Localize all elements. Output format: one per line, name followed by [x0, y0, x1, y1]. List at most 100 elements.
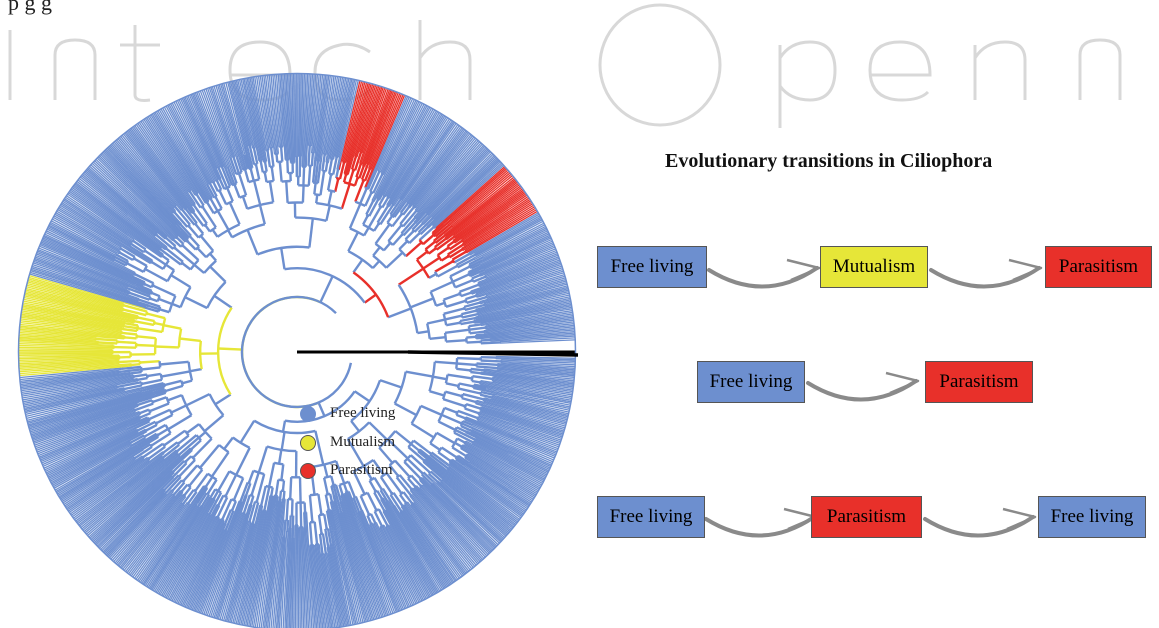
- tree-branch: [440, 446, 458, 459]
- tree-branch: [345, 83, 372, 175]
- tree-branch: [156, 427, 169, 437]
- tree-branch: [482, 227, 547, 261]
- tree-branch: [262, 509, 267, 513]
- tree-branch: [251, 521, 270, 627]
- tree-branch: [292, 73, 296, 163]
- tree-branch: [309, 545, 316, 628]
- tree-branch: [223, 521, 227, 525]
- tree-branch: [397, 123, 457, 208]
- tree-branch: [419, 487, 485, 559]
- tree-branch: [144, 249, 167, 266]
- tree-branch: [474, 438, 547, 476]
- tree-branch: [121, 135, 183, 210]
- tree-branch: [258, 507, 277, 628]
- tree-branch: [22, 378, 138, 399]
- tree-branch: [470, 430, 551, 467]
- tree-branch: [102, 152, 181, 233]
- tree-branch: [414, 136, 475, 209]
- tree-branch: [195, 500, 240, 612]
- legend-label: Free living: [330, 405, 396, 421]
- tree-branch: [242, 79, 260, 162]
- tree-branch: [111, 144, 174, 214]
- tree-branch: [424, 459, 510, 532]
- tree-branch: [477, 251, 557, 284]
- tree-branch: [453, 431, 474, 444]
- tree-branch: [437, 407, 446, 423]
- tree-branch: [435, 480, 439, 483]
- tree-branch: [263, 486, 271, 512]
- tree-branch: [450, 225, 453, 228]
- tree-branch: [410, 489, 475, 567]
- tree-branch: [154, 389, 166, 396]
- tree-branch: [218, 444, 230, 454]
- tree-branch: [361, 89, 389, 165]
- tree-branch: [420, 404, 443, 417]
- tree-branch: [347, 491, 354, 503]
- tree-branch: [365, 95, 405, 189]
- tree-branch: [230, 498, 237, 503]
- tree-branch: [140, 499, 198, 583]
- tree-branch: [385, 526, 424, 600]
- tree-branch: [388, 116, 447, 207]
- tree-branch: [167, 414, 193, 431]
- tree-branch: [139, 412, 151, 419]
- tree-branch: [177, 100, 217, 182]
- tree-branch: [21, 372, 131, 389]
- tree-branch: [242, 494, 252, 514]
- tree-branch: [392, 492, 404, 507]
- tree-branch: [195, 486, 207, 501]
- tree-branch: [413, 135, 473, 208]
- tree-branch: [270, 75, 280, 154]
- tree-branch: [184, 455, 193, 463]
- tree-branch: [366, 95, 407, 189]
- tree-branch: [281, 420, 287, 433]
- tree-branch: [501, 360, 575, 366]
- tree-branch: [391, 213, 403, 228]
- tree-branch: [235, 171, 242, 176]
- tree-branch: [431, 155, 495, 219]
- tree-branch: [230, 81, 251, 159]
- tree-branch: [340, 495, 380, 618]
- tree-branch: [141, 447, 145, 451]
- tree-branch: [24, 296, 135, 321]
- tree-branch: [266, 179, 274, 184]
- arrow-icon: [923, 507, 1037, 538]
- tree-branch: [42, 238, 133, 280]
- tree-branch: [275, 153, 279, 163]
- tree-branch: [334, 79, 352, 157]
- tree-branch: [163, 379, 182, 387]
- tree-branch: [162, 382, 166, 388]
- legend-item-mutualism: Mutualism: [300, 434, 395, 451]
- tree-branch: [180, 208, 184, 212]
- tree-branch: [198, 423, 213, 440]
- tree-branch: [432, 161, 501, 226]
- tree-branch: [456, 367, 471, 372]
- tree-branch: [155, 233, 174, 250]
- tree-branch: [140, 434, 159, 446]
- tree-branch: [175, 101, 216, 183]
- tree-branch: [373, 477, 383, 491]
- tree-branch: [150, 505, 203, 589]
- tree-branch: [249, 77, 266, 162]
- tree-branch: [240, 79, 256, 148]
- tree-branch: [323, 474, 332, 479]
- tree-branch: [318, 75, 330, 162]
- tree-branch: [343, 83, 369, 174]
- tree-branch: [227, 229, 234, 238]
- tree-branch: [448, 248, 463, 259]
- tree-branch: [291, 537, 295, 628]
- tree-branch: [89, 166, 174, 242]
- tree-branch: [109, 489, 173, 559]
- tree-branch: [20, 323, 122, 336]
- tree-branch: [164, 513, 211, 597]
- tree-branch: [60, 205, 152, 263]
- legend-item-free-living: Free living: [300, 405, 395, 422]
- tree-branch: [369, 522, 374, 526]
- tree-branch: [37, 250, 136, 290]
- tree-branch: [462, 206, 535, 252]
- tree-branch: [32, 265, 139, 302]
- tree-branch: [171, 469, 175, 474]
- tree-branch: [305, 74, 312, 167]
- tree-branch: [293, 525, 296, 628]
- tree-branch: [334, 460, 346, 484]
